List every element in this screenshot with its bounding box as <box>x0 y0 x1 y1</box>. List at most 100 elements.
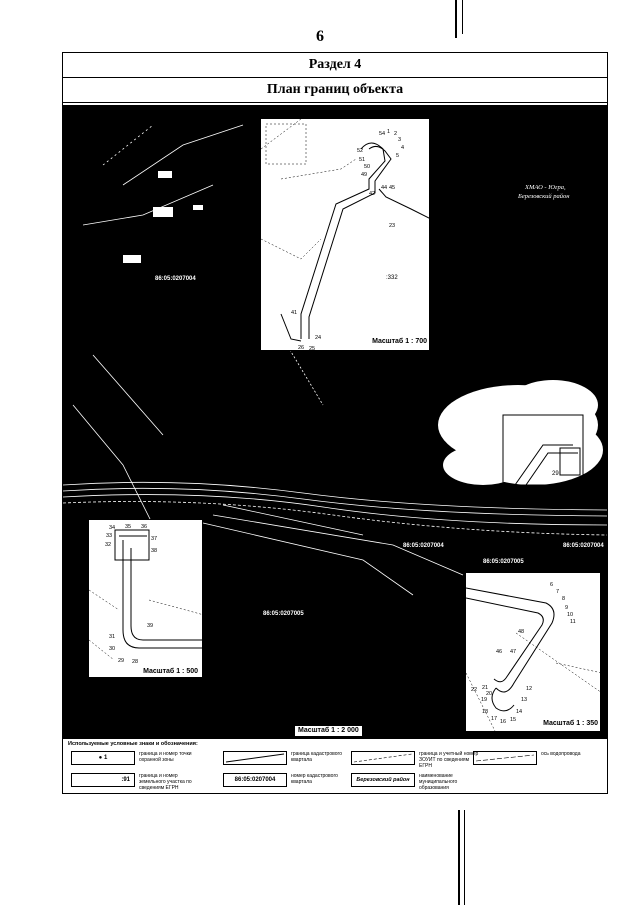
plan-title: План границ объекта <box>63 78 607 103</box>
svg-text:52: 52 <box>357 148 363 154</box>
road-line <box>63 487 607 517</box>
inset-map-1-700[interactable]: 54 1 2 3 4 5 52 51 50 49 42 44 45 23 41 … <box>260 118 431 352</box>
pipeline-bend <box>502 414 584 502</box>
boundary-line <box>300 142 386 339</box>
svg-text:3: 3 <box>398 137 401 143</box>
svg-text:41: 41 <box>291 310 297 316</box>
binding-line <box>455 0 457 38</box>
legend-text: граница и номер точки охранной зоны <box>139 751 192 763</box>
inset-drawing: 34 35 36 33 37 38 32 31 30 29 28 39 <box>89 524 204 665</box>
inset-locator <box>559 447 581 476</box>
svg-text:31: 31 <box>109 634 115 640</box>
parcel-code: 86:05:0207004 <box>563 543 604 549</box>
map-drawing: 29 86:05:0207004 86:05:0207004 86:05:020… <box>63 124 607 617</box>
svg-text:13: 13 <box>521 697 527 703</box>
svg-text:17: 17 <box>491 716 497 722</box>
svg-text:48: 48 <box>518 629 524 635</box>
svg-text:29: 29 <box>118 658 124 664</box>
legend: Используемые условные знаки и обозначени… <box>63 738 607 794</box>
svg-text:8: 8 <box>562 596 565 602</box>
inset-drawing: 6 7 8 9 10 11 48 46 47 22 21 20 19 18 17… <box>466 582 602 733</box>
svg-text:30: 30 <box>109 646 115 652</box>
svg-text:16: 16 <box>500 719 506 725</box>
svg-text:22: 22 <box>471 687 477 693</box>
svg-text:49: 49 <box>361 172 367 178</box>
svg-text:24: 24 <box>315 335 321 341</box>
svg-text:47: 47 <box>510 649 516 655</box>
svg-text:14: 14 <box>516 709 522 715</box>
svg-text:2: 2 <box>394 131 397 137</box>
section-title: Раздел 4 <box>63 53 607 78</box>
page-number: 6 <box>316 28 324 45</box>
legend-symbol: :91 <box>71 773 135 787</box>
binding-line <box>458 810 460 905</box>
svg-text::332: :332 <box>386 275 398 281</box>
svg-text:1: 1 <box>387 129 390 135</box>
map-canvas[interactable]: 29 86:05:0207004 86:05:0207004 86:05:020… <box>63 105 607 738</box>
svg-text:10: 10 <box>567 612 573 618</box>
scale-label: Масштаб 1 : 500 <box>143 668 198 675</box>
svg-text:18: 18 <box>482 709 488 715</box>
legend-text: номер кадастрового квартала <box>291 773 338 785</box>
svg-text:36: 36 <box>141 524 147 530</box>
parcel-code: 86:05:0207005 <box>483 559 524 565</box>
svg-text:32: 32 <box>105 542 111 548</box>
legend-symbol: ● 1 <box>71 751 135 765</box>
svg-text:20: 20 <box>486 691 492 697</box>
svg-text:46: 46 <box>496 649 502 655</box>
legend-symbol <box>473 751 537 765</box>
legend-symbol: Березовский район <box>351 773 415 787</box>
svg-text:9: 9 <box>565 605 568 611</box>
svg-text:21: 21 <box>482 685 488 691</box>
svg-text:42: 42 <box>369 191 375 197</box>
svg-text:37: 37 <box>151 536 157 542</box>
svg-text:45: 45 <box>389 185 395 191</box>
svg-text:15: 15 <box>510 717 516 723</box>
parcel-code: 86:05:0207004 <box>403 543 444 549</box>
parcel-code: 86:05:0207004 <box>155 276 196 282</box>
inset-drawing: 54 1 2 3 4 5 52 51 50 49 42 44 45 23 41 … <box>261 119 431 352</box>
svg-text:25: 25 <box>309 346 315 352</box>
main-scale-label: Масштаб 1 : 2 000 <box>294 725 363 737</box>
legend-symbol: 86:05:0207004 <box>223 773 287 787</box>
legend-text: граница и учетный номер ЗОУИТ по сведени… <box>419 751 479 769</box>
document-frame: Раздел 4 План границ объекта <box>62 52 608 794</box>
svg-text:11: 11 <box>570 619 576 625</box>
survey-lines <box>63 124 607 596</box>
inset-map-1-350[interactable]: 6 7 8 9 10 11 48 46 47 22 21 20 19 18 17… <box>465 572 602 733</box>
svg-text:51: 51 <box>359 157 365 163</box>
parcel-codes: 86:05:0207004 86:05:0207004 86:05:020700… <box>155 276 604 617</box>
svg-text:44: 44 <box>381 185 387 191</box>
road-line <box>63 481 607 511</box>
legend-text: ось водопровода <box>541 751 581 757</box>
location-label: ХМАО - Югра, <box>524 184 566 191</box>
legend-title: Используемые условные знаки и обозначени… <box>68 741 198 747</box>
scale-label: Масштаб 1 : 700 <box>372 338 427 345</box>
terrain-area <box>438 380 603 485</box>
scale-label: Масштаб 1 : 350 <box>543 720 598 727</box>
location-label: Березовский район <box>517 193 569 200</box>
legend-symbol <box>351 751 415 765</box>
building-marks <box>123 171 203 263</box>
binding-line <box>462 0 463 34</box>
marker-label: 29 <box>552 471 559 477</box>
svg-text:54: 54 <box>379 131 385 137</box>
svg-text:26: 26 <box>298 345 304 351</box>
svg-text:23: 23 <box>389 223 395 229</box>
legend-text: граница кадастрового квартала <box>291 751 342 763</box>
svg-text:7: 7 <box>556 589 559 595</box>
svg-text:4: 4 <box>401 145 404 151</box>
inset-map-1-500[interactable]: 34 35 36 33 37 38 32 31 30 29 28 39 Масш… <box>88 519 204 678</box>
svg-text:12: 12 <box>526 686 532 692</box>
binding-line <box>464 810 465 905</box>
svg-text:39: 39 <box>147 623 153 629</box>
svg-text:6: 6 <box>550 582 553 588</box>
svg-text:5: 5 <box>396 153 399 159</box>
svg-text:34: 34 <box>109 525 115 531</box>
legend-text: наименование муниципального образования <box>419 773 458 791</box>
svg-text:35: 35 <box>125 524 131 530</box>
svg-text:19: 19 <box>481 697 487 703</box>
parcel-code: 86:05:0207005 <box>263 611 304 617</box>
legend-symbol <box>223 751 287 765</box>
svg-text:38: 38 <box>151 548 157 554</box>
